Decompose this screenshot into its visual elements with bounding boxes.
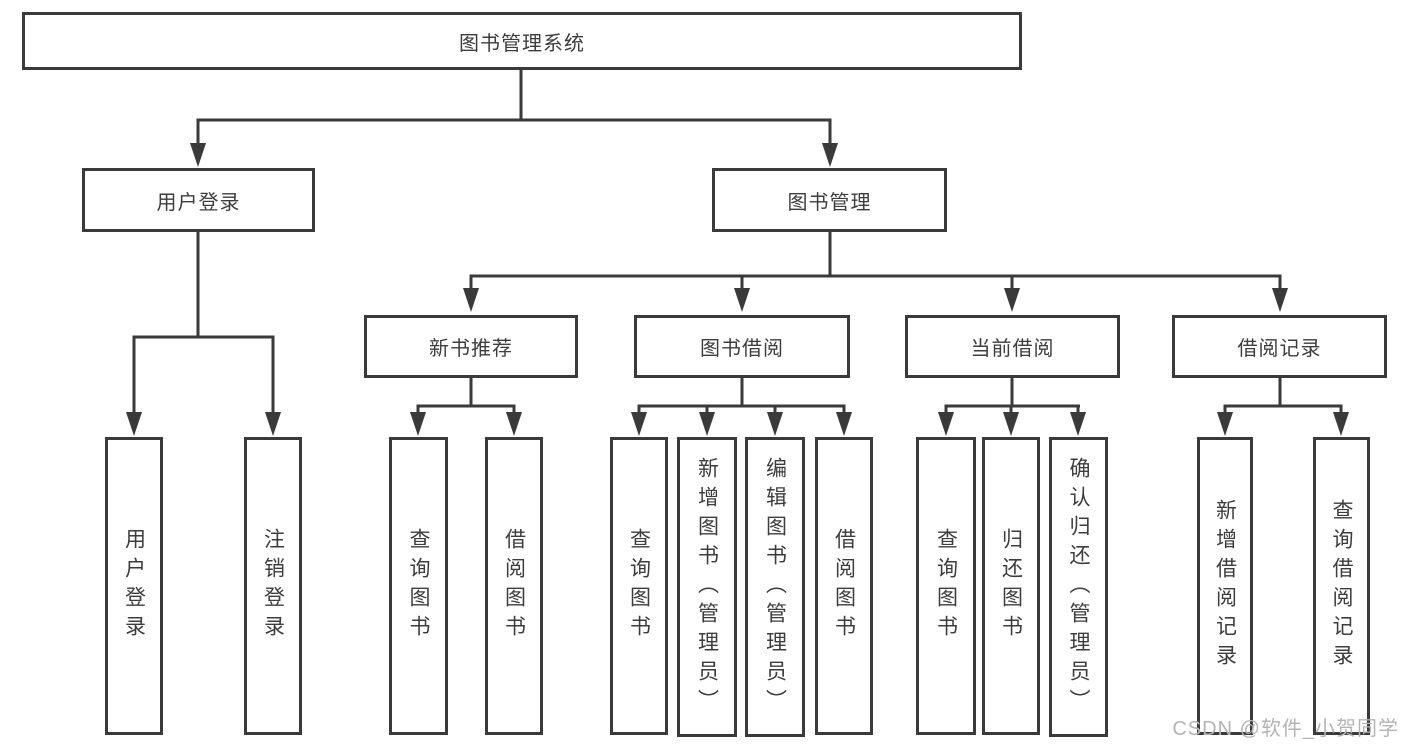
connector-book-borrow-children	[637, 378, 846, 414]
connector-new-book-children	[416, 378, 516, 414]
csdn-watermark: CSDN @软件_小贺同学	[1172, 718, 1399, 740]
node-user-login: 用户登录	[82, 168, 315, 232]
node-new-book-recommend: 新书推荐	[364, 315, 578, 378]
leaf-query-borrow-record: 查询借阅记录	[1313, 437, 1370, 735]
leaf-add-borrow-record: 新增借阅记录	[1197, 437, 1253, 735]
connector-borrow-records-children	[1223, 378, 1343, 414]
node-root: 图书管理系统	[22, 12, 1022, 70]
node-current-borrow: 当前借阅	[905, 315, 1120, 378]
connector-current-borrow-children	[944, 378, 1080, 414]
node-book-management: 图书管理	[712, 168, 947, 232]
leaf-query-books-recommend: 查询图书	[389, 437, 448, 735]
leaf-edit-books-admin: 编辑图书（管理员）	[745, 437, 805, 737]
leaf-query-books-borrow: 查询图书	[610, 437, 668, 735]
node-book-borrow: 图书借阅	[634, 315, 850, 378]
leaf-return-books: 归还图书	[982, 437, 1040, 735]
connector-book-management-children	[469, 232, 1282, 291]
leaf-user-login: 用户登录	[105, 437, 163, 735]
connector-user-login-children	[132, 232, 275, 414]
leaf-confirm-return-admin: 确认归还（管理员）	[1049, 437, 1108, 737]
leaf-borrow-books: 借阅图书	[815, 437, 873, 735]
connector-root-to-level2	[196, 70, 832, 145]
leaf-borrow-books-recommend: 借阅图书	[485, 437, 543, 735]
leaf-logout: 注销登录	[244, 437, 302, 735]
node-borrow-records: 借阅记录	[1172, 315, 1387, 378]
leaf-query-books-current: 查询图书	[916, 437, 976, 735]
arrowheads	[126, 143, 1349, 436]
leaf-add-books-admin: 新增图书（管理员）	[677, 437, 737, 737]
